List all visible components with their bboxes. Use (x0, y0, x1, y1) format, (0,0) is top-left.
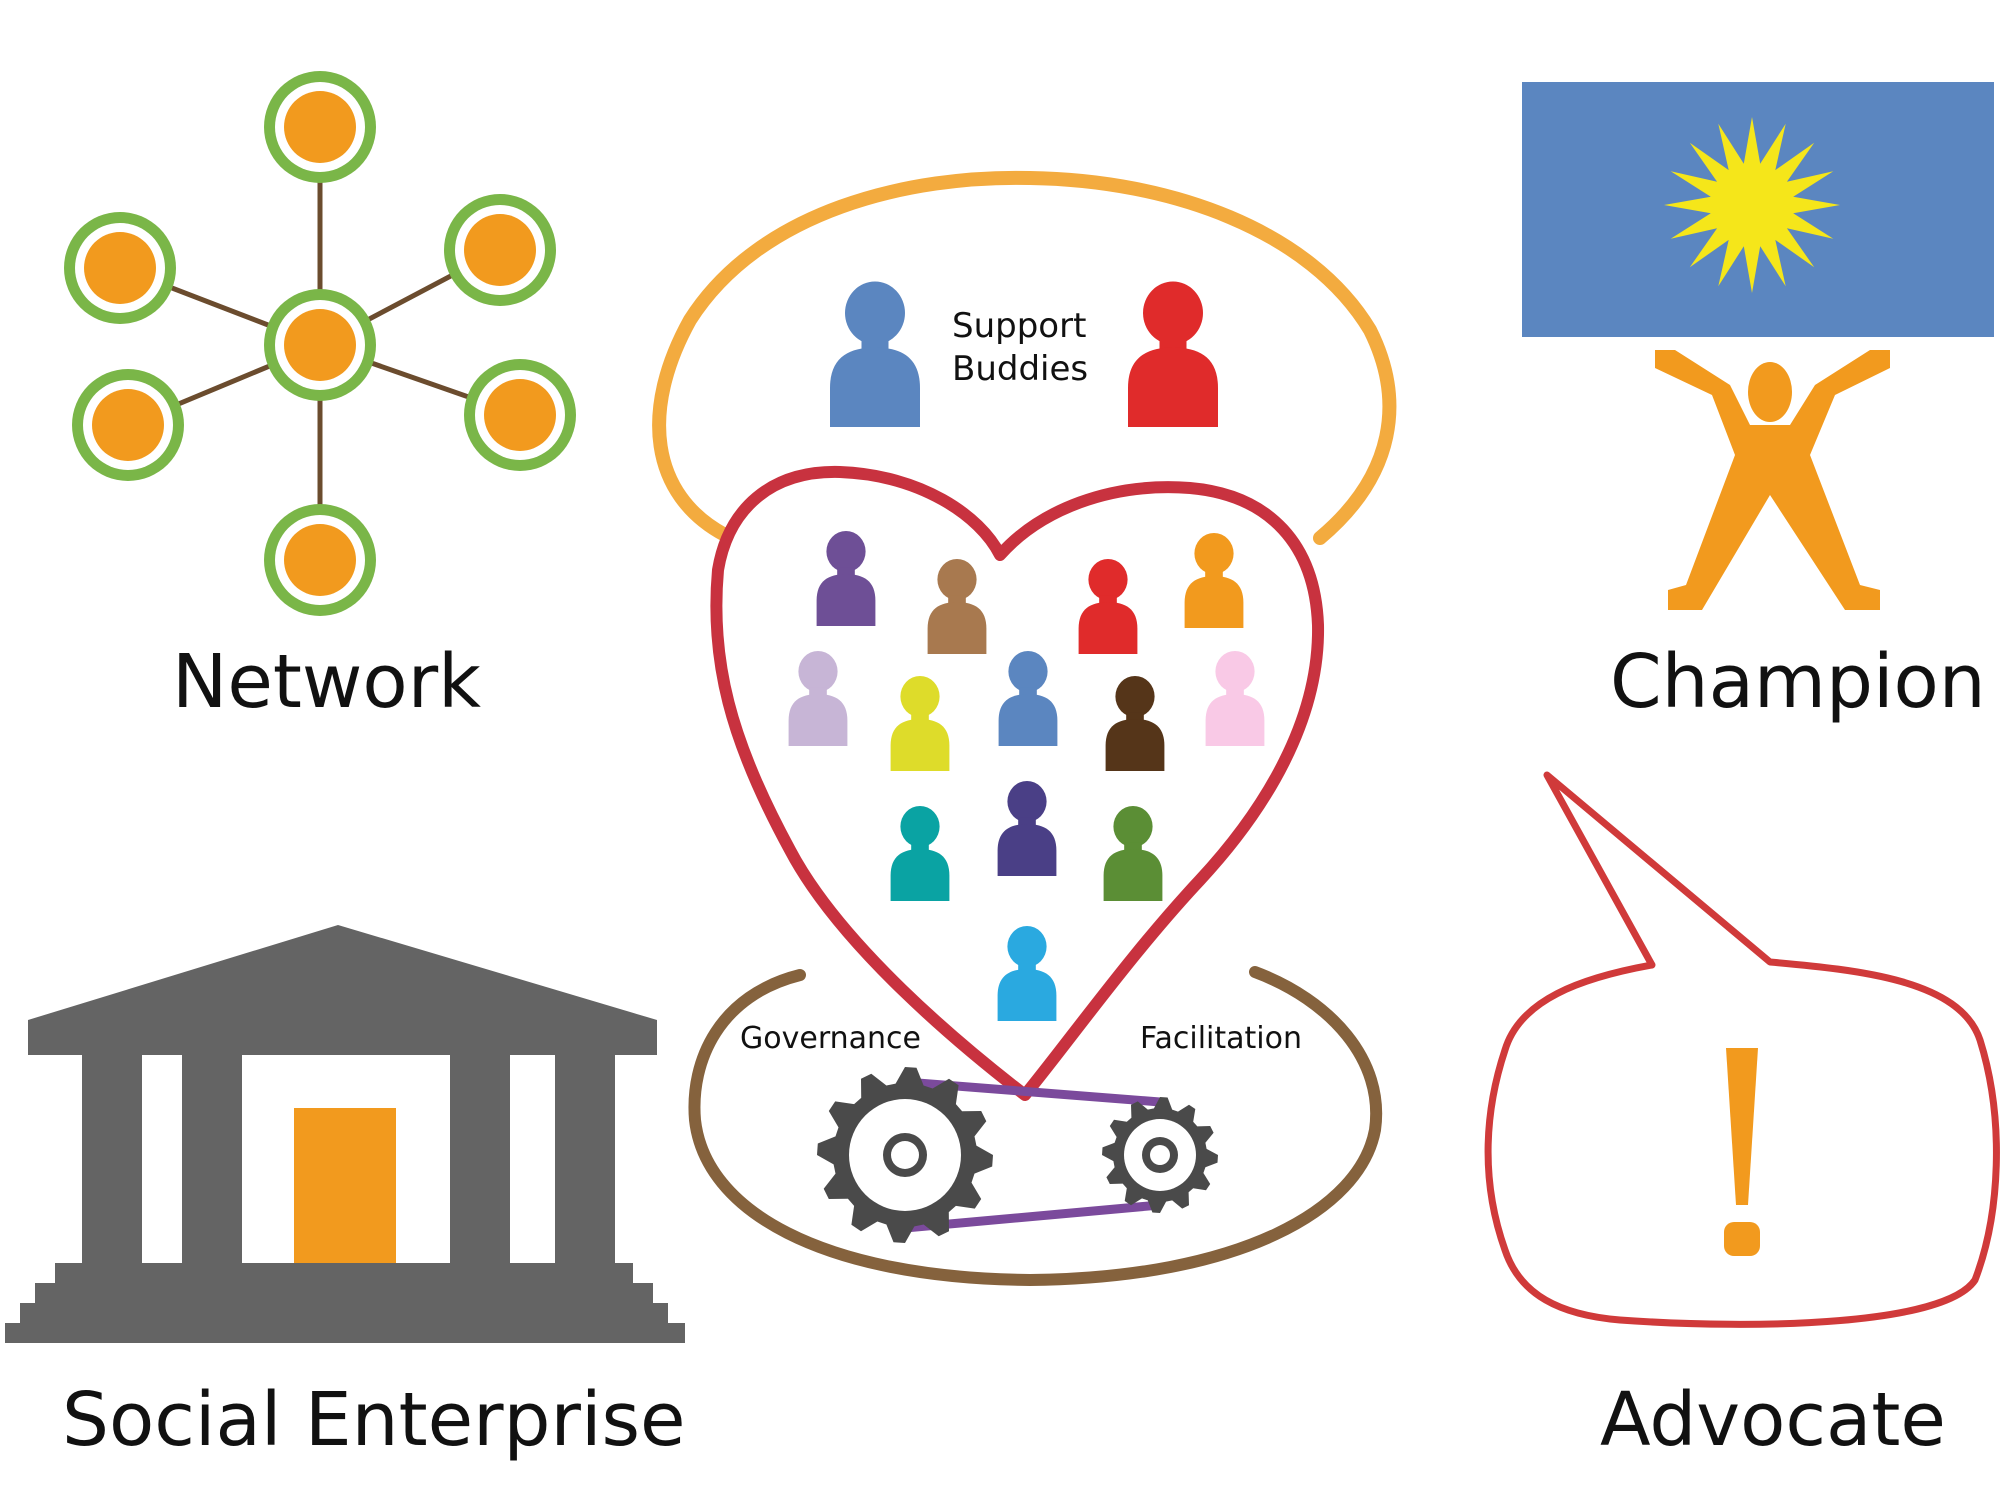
person-icon (1078, 558, 1138, 655)
person-icon (890, 675, 950, 772)
person-icon (997, 780, 1057, 877)
network-node (264, 504, 376, 616)
exclamation-dot (1724, 1222, 1760, 1256)
sun-icon (1664, 117, 1840, 293)
person-icon (1105, 675, 1165, 772)
network-node (264, 71, 376, 183)
network-node (64, 212, 176, 324)
network-node (264, 289, 376, 401)
network-hub-icon (64, 71, 576, 616)
exclamation-icon (1726, 1048, 1758, 1205)
network-node (464, 359, 576, 471)
heart-outline (710, 465, 1325, 1101)
person-icon (1128, 281, 1218, 427)
network-node (444, 194, 556, 306)
facilitation-label: Facilitation (1140, 1021, 1302, 1056)
champion-label: Champion (1610, 639, 1986, 725)
person-icon (830, 281, 920, 427)
building-door (294, 1108, 396, 1263)
person-icon (1184, 532, 1244, 629)
governance-label: Governance (740, 1021, 921, 1056)
gears-icon (817, 1067, 1218, 1243)
person-icon (927, 558, 987, 655)
champion-holding-sun-icon (1522, 82, 1994, 610)
person-icon (1205, 650, 1265, 747)
support-buddies-label: Support Buddies (952, 305, 1088, 390)
person-icon (890, 805, 950, 902)
advocate-label: Advocate (1600, 1377, 1946, 1463)
bowl-arc (688, 966, 1383, 1287)
person-icon (816, 530, 876, 627)
advocate-speech-bubble (1484, 771, 2000, 1328)
support-arc (652, 170, 1397, 545)
person-icon (998, 650, 1058, 747)
person-icon (1103, 805, 1163, 902)
gear-small-icon (1102, 1097, 1218, 1213)
building-roof (28, 925, 657, 1035)
social-enterprise-label: Social Enterprise (62, 1377, 686, 1463)
network-node (72, 369, 184, 481)
speech-bubble-exclamation-icon (1484, 771, 2000, 1328)
person-icon (997, 925, 1057, 1022)
champion-figure (1655, 350, 1890, 610)
support-label-line1: Support (952, 306, 1087, 346)
person-icon (788, 650, 848, 747)
support-label-line2: Buddies (952, 348, 1089, 389)
network-label: Network (172, 639, 481, 725)
heart-community-group (788, 530, 1265, 1022)
building-icon (5, 925, 685, 1343)
gear-large-icon (817, 1067, 993, 1243)
support-buddies-group (830, 281, 1218, 427)
network-nodes (64, 71, 576, 616)
